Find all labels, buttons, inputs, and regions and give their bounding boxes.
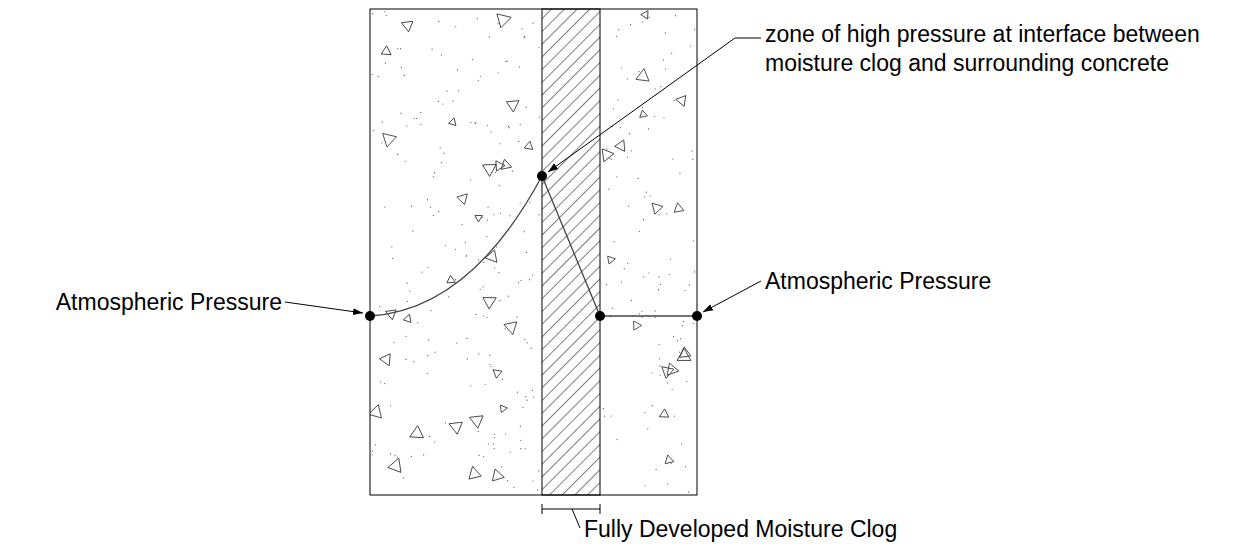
pressure-curve — [370, 176, 542, 316]
callout-note: zone of high pressure at interface betwe… — [765, 20, 1253, 78]
leader-line — [703, 281, 761, 312]
leader-line — [285, 302, 363, 313]
pressure-point — [595, 311, 605, 321]
dimension-label: Fully Developed Moisture Clog — [584, 515, 897, 544]
pressure-line — [542, 176, 697, 316]
pressure-point — [537, 171, 547, 181]
pressure-point — [692, 311, 702, 321]
pressure-label: Atmospheric Pressure — [765, 267, 991, 296]
concrete-texture — [370, 9, 695, 493]
moisture-clog-band — [542, 9, 600, 495]
leader-line — [548, 38, 761, 172]
concrete-wall — [370, 9, 697, 495]
pressure-label: Atmospheric Pressure — [56, 288, 282, 317]
dimension-line — [542, 504, 600, 514]
leader-line — [572, 509, 580, 528]
pressure-point — [365, 311, 375, 321]
